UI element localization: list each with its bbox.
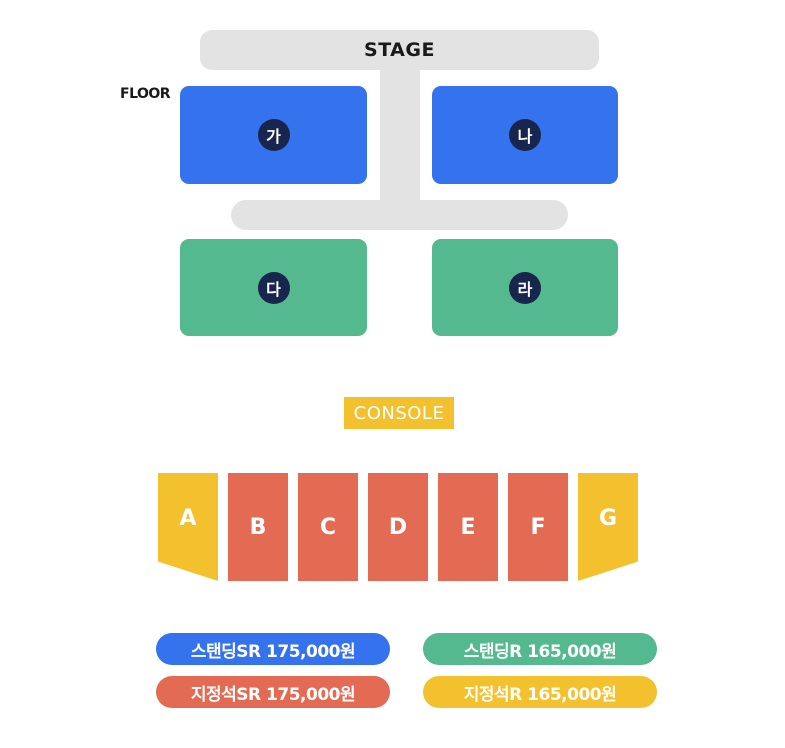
console-label: CONSOLE [353,402,445,424]
stage: STAGE [200,30,599,70]
seat-section-c[interactable]: C [298,473,358,581]
stage-label: STAGE [364,39,435,61]
seat-section-b[interactable]: B [228,473,288,581]
floor-block-ra[interactable]: 라 [432,239,618,336]
seat-section-g[interactable]: G [578,473,638,581]
section-label: D [388,514,408,540]
legend-reserved-sr: 지정석SR 175,000원 [156,676,390,708]
section-label: F [530,514,546,540]
console: CONSOLE [344,397,454,429]
legend-standing-r: 스탠딩R 165,000원 [423,633,657,665]
stage-crossbar [231,200,568,230]
section-label: G [598,505,618,531]
stage-runway [380,60,420,220]
floor-block-ga[interactable]: 가 [180,86,367,184]
block-badge: 다 [257,271,290,304]
floor-label: FLOOR [120,86,171,102]
block-badge: 가 [257,119,290,151]
legend-label: 지정석R 165,000원 [463,684,617,705]
legend-label: 지정석SR 175,000원 [190,684,356,705]
seat-section-d[interactable]: D [368,473,428,581]
floor-block-na[interactable]: 나 [432,86,618,184]
floor-block-da[interactable]: 다 [180,239,367,336]
seat-section-f[interactable]: F [508,473,568,581]
block-badge: 라 [509,271,541,304]
legend-reserved-r: 지정석R 165,000원 [423,676,657,708]
section-label: E [460,514,476,540]
seat-section-a[interactable]: A [158,473,218,581]
section-label: B [249,514,267,540]
seat-section-e[interactable]: E [438,473,498,581]
section-label: A [179,505,197,531]
section-label: C [319,514,337,540]
block-badge: 나 [509,119,541,151]
legend-label: 스탠딩SR 175,000원 [190,641,356,662]
legend-label: 스탠딩R 165,000원 [463,641,617,662]
legend-standing-sr: 스탠딩SR 175,000원 [156,633,390,665]
